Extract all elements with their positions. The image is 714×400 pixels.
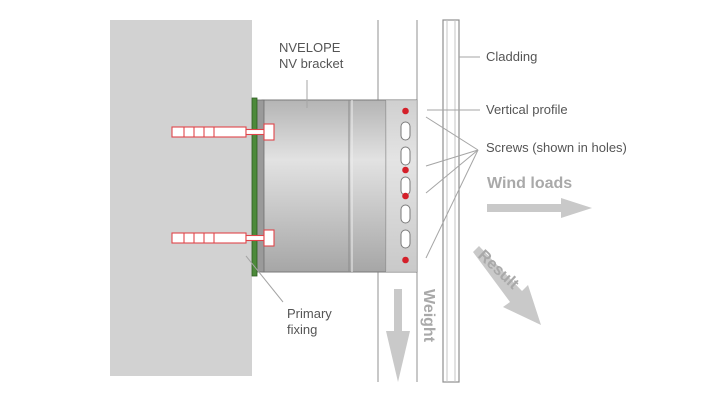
bracket-name-label: NVELOPE	[279, 40, 341, 55]
wind-loads-label: Wind loads	[487, 175, 573, 192]
leader-primary-fixing	[245, 255, 284, 303]
bracket-sub-label: NV bracket	[279, 56, 344, 71]
primary-fixing-label-line1: Primary	[287, 306, 332, 321]
wall	[110, 20, 252, 376]
vertical-profile-label: Vertical profile	[486, 102, 568, 117]
nv-bracket	[255, 99, 418, 273]
weight-arrow	[386, 289, 410, 382]
screw-dots	[402, 107, 409, 264]
primary-fixing-label-line2: fixing	[287, 322, 318, 337]
screw-dot	[402, 107, 409, 115]
anchor-bolt-upper	[171, 123, 275, 141]
thermal-pad	[251, 97, 258, 277]
leader-screw	[425, 149, 479, 167]
leader-lines	[245, 56, 480, 303]
screw-dot	[402, 166, 409, 174]
leader-screw	[425, 149, 479, 259]
slotted-holes	[400, 121, 411, 249]
leader-screw	[425, 149, 479, 194]
result-arrow	[473, 246, 541, 325]
cladding-panel	[442, 19, 460, 383]
cladding-label: Cladding	[486, 49, 538, 64]
anchor-bolt-lower	[171, 229, 275, 247]
wind-arrow	[487, 198, 592, 218]
leader-screw	[425, 116, 479, 151]
screw-dot	[402, 192, 409, 200]
weight-label: Weight	[420, 289, 437, 343]
screw-dot	[402, 256, 409, 264]
screws-label: Screws (shown in holes)	[486, 140, 627, 155]
